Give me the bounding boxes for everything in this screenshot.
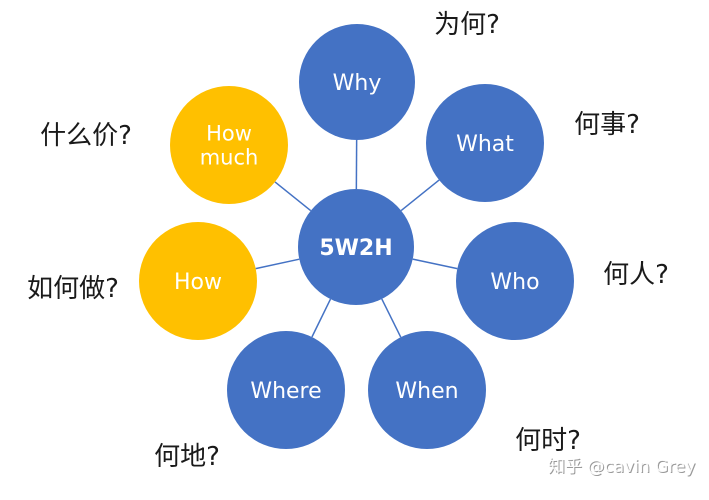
annotation-why: 为何?	[434, 10, 500, 40]
node-where: Where	[227, 331, 345, 449]
watermark-shadow: 知乎 @cavin Grey	[549, 458, 696, 478]
annotation-who: 何人?	[603, 260, 669, 290]
node-how: How	[139, 222, 257, 340]
annotation-when: 何时?	[515, 426, 581, 456]
node-when: When	[368, 331, 486, 449]
node-label-who: Who	[490, 270, 539, 295]
annotation-how-much: 什么价?	[40, 121, 132, 151]
node-circle-when	[368, 331, 486, 449]
node-label-how-much-line-2: much	[200, 146, 259, 170]
connector-how	[255, 258, 300, 270]
watermark-text: 知乎 @cavin Grey	[548, 457, 695, 477]
connector-how-much	[274, 181, 312, 212]
node-what: What	[426, 84, 544, 202]
node-circle-why	[299, 24, 415, 140]
node-circle-where	[227, 331, 345, 449]
node-circle-what	[426, 84, 544, 202]
node-circle-how-much	[170, 86, 288, 204]
node-circle-who	[456, 222, 574, 340]
connector-who	[412, 258, 458, 270]
center-node: 5W2H	[298, 189, 414, 305]
node-label-how: How	[174, 270, 222, 295]
connector-what	[400, 179, 440, 212]
watermark: 知乎 @cavin Grey 知乎 @cavin Grey	[548, 457, 696, 478]
center-circle	[298, 189, 414, 305]
node-why: Why	[299, 24, 415, 140]
annotation-how: 如何做?	[27, 274, 119, 304]
node-who: Who	[456, 222, 574, 340]
node-circle-how	[139, 222, 257, 340]
center-label: 5W2H	[319, 236, 392, 261]
node-label-how-much-line-1: How	[206, 121, 252, 145]
connectors	[255, 139, 458, 338]
annotations: 为何? 何事? 何人? 何时? 何地? 如何做? 什么价?	[27, 10, 669, 472]
node-label-why: Why	[333, 71, 382, 96]
connector-where	[311, 298, 332, 338]
node-label-where: Where	[250, 379, 321, 404]
annotation-where: 何地?	[154, 442, 220, 472]
annotation-what: 何事?	[574, 110, 640, 140]
node-label-what: What	[456, 132, 514, 157]
node-label-when: When	[395, 379, 458, 404]
connector-when	[381, 298, 402, 338]
